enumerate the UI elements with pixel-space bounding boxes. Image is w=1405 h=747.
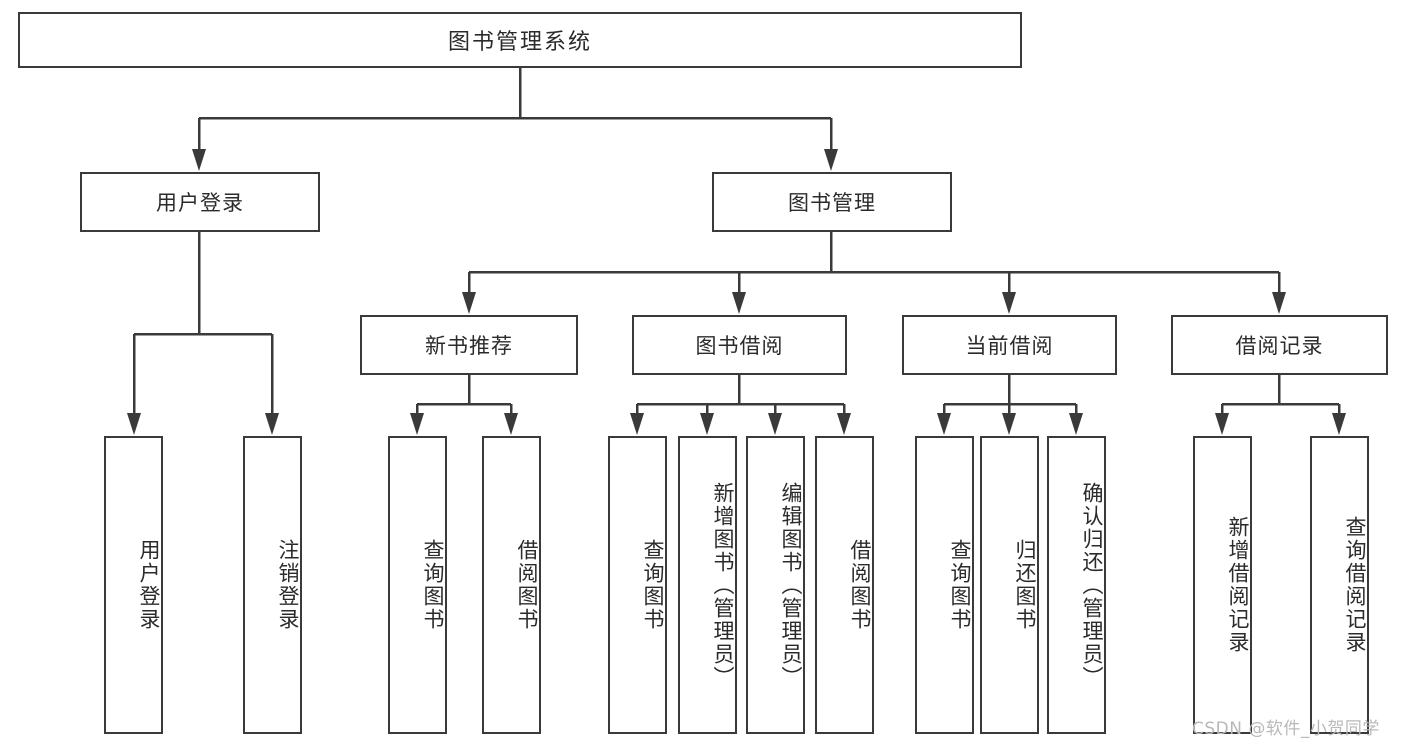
node-leaf-12: 查询借阅记录 — [1310, 436, 1369, 734]
node-level2-3: 借阅记录 — [1171, 315, 1388, 375]
node-level2-2: 当前借阅 — [902, 315, 1117, 375]
arrow-head-icon — [1332, 413, 1346, 435]
node-leaf-10: 确认归还（管理员） — [1047, 436, 1106, 734]
arrow-head-icon — [1002, 292, 1016, 314]
arrow-head-icon — [1215, 413, 1229, 435]
arrow-head-icon — [410, 413, 424, 435]
node-label: 查询借阅记录 — [1343, 516, 1367, 654]
node-label: 用户登录 — [156, 191, 244, 215]
node-leaf-3: 借阅图书 — [482, 436, 541, 734]
arrow-head-icon — [937, 413, 951, 435]
node-label: 新增借阅记录 — [1226, 516, 1250, 654]
node-label: 当前借阅 — [965, 334, 1054, 358]
node-label: 确认归还（管理员） — [1080, 481, 1104, 689]
arrow-head-icon — [1002, 413, 1016, 435]
arrow-head-icon — [837, 413, 851, 435]
arrow-head-icon — [630, 413, 644, 435]
arrow-head-icon — [127, 413, 141, 435]
node-label: 查询图书 — [421, 539, 445, 631]
arrow-head-icon — [1272, 292, 1286, 314]
node-label: 查询图书 — [641, 539, 665, 631]
node-label: 借阅图书 — [515, 539, 539, 631]
node-leaf-9: 归还图书 — [980, 436, 1039, 734]
arrow-head-icon — [265, 413, 279, 435]
arrow-head-icon — [768, 413, 782, 435]
node-label: 借阅记录 — [1235, 334, 1324, 358]
node-level1-0: 用户登录 — [80, 172, 320, 232]
arrow-head-icon — [504, 413, 518, 435]
node-label: 归还图书 — [1013, 539, 1037, 631]
node-label: 新增图书（管理员） — [711, 481, 735, 689]
node-label: 借阅图书 — [848, 539, 872, 631]
node-leaf-5: 新增图书（管理员） — [678, 436, 737, 734]
watermark-label: CSDN @软件_小贺同学 — [1192, 719, 1380, 739]
node-root-title: 图书管理系统 — [18, 12, 1022, 68]
arrow-head-icon — [1069, 413, 1083, 435]
node-label: 用户登录 — [137, 539, 161, 631]
node-leaf-8: 查询图书 — [915, 436, 974, 734]
node-leaf-4: 查询图书 — [608, 436, 667, 734]
node-label: 图书管理 — [788, 191, 876, 215]
node-level1-1: 图书管理 — [712, 172, 952, 232]
node-level2-1: 图书借阅 — [632, 315, 847, 375]
node-label: 新书推荐 — [425, 334, 513, 358]
node-leaf-1: 注销登录 — [243, 436, 302, 734]
node-label: 图书借阅 — [695, 334, 784, 358]
node-leaf-6: 编辑图书（管理员） — [746, 436, 805, 734]
arrow-head-icon — [700, 413, 714, 435]
node-leaf-7: 借阅图书 — [815, 436, 874, 734]
node-label: 图书管理系统 — [447, 30, 592, 55]
arrow-head-icon — [462, 292, 476, 314]
node-label: 编辑图书（管理员） — [779, 481, 803, 689]
arrow-head-icon — [732, 292, 746, 314]
node-level2-0: 新书推荐 — [360, 315, 578, 375]
node-label: 查询图书 — [948, 539, 972, 631]
node-label: 注销登录 — [276, 539, 300, 631]
arrow-head-icon — [192, 149, 206, 171]
arrow-head-icon — [824, 149, 838, 171]
node-leaf-11: 新增借阅记录 — [1193, 436, 1252, 734]
node-leaf-0: 用户登录 — [104, 436, 163, 734]
node-leaf-2: 查询图书 — [388, 436, 447, 734]
